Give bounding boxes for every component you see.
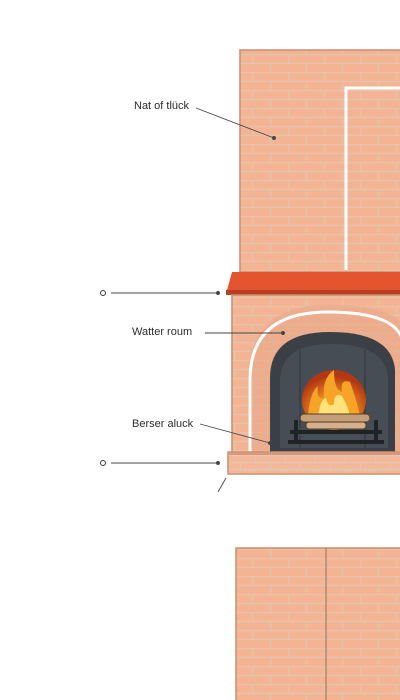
leader-lines xyxy=(100,107,285,493)
chimney xyxy=(239,49,400,273)
label-top: Nat of tlück xyxy=(134,100,190,112)
label-middle: Watter roum xyxy=(132,326,193,338)
lower-brick-wall xyxy=(235,547,400,700)
log-grate-icon xyxy=(288,413,384,444)
mantel xyxy=(226,272,400,295)
label-bottom: Berser aluck xyxy=(132,418,194,430)
hearth xyxy=(227,451,400,475)
